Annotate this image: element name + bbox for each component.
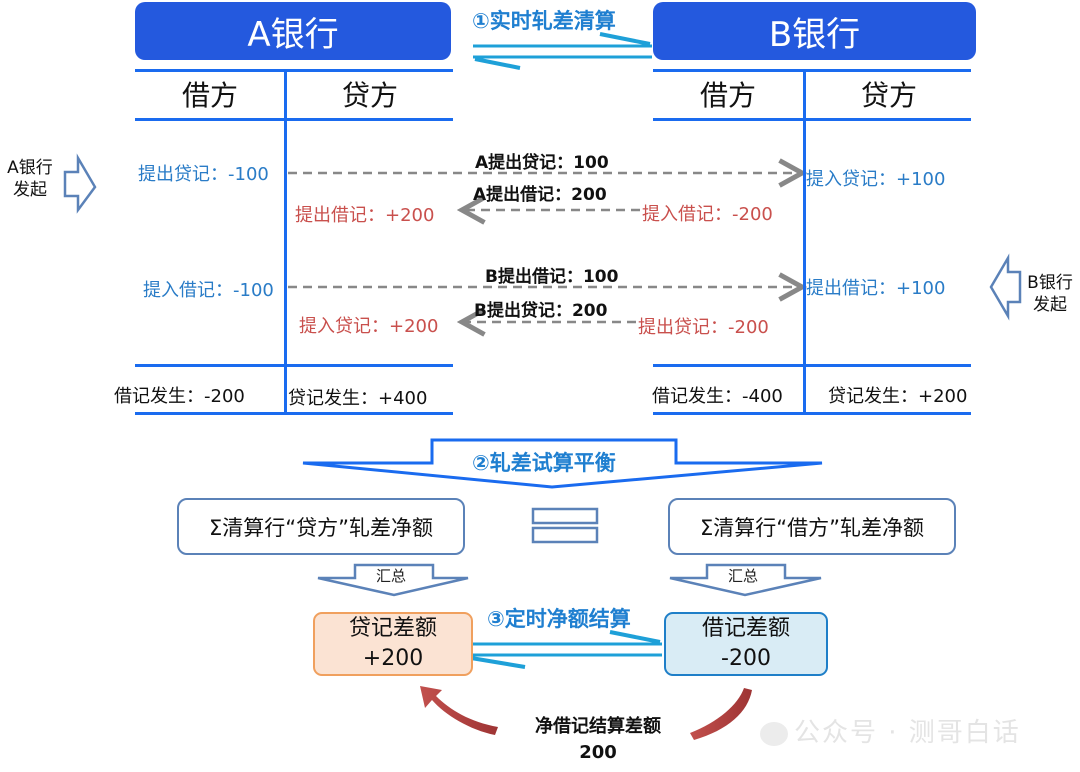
credit-balance-value: +200 xyxy=(362,646,424,671)
flow-label-b-credit: B提出贷记：200 xyxy=(474,301,608,321)
debit-balance-box: 借记差额 -200 xyxy=(664,612,828,676)
initiator-a-label: A银行 发起 xyxy=(2,157,58,201)
total-b-credit: 贷记发生：+200 xyxy=(828,386,968,407)
ledger-line xyxy=(653,118,971,121)
summary-arrow-left xyxy=(317,563,469,597)
initiator-b-line1: B银行 xyxy=(1027,273,1073,293)
net-settlement-arrows xyxy=(462,630,662,669)
bank-a-title: A银行 xyxy=(247,14,339,55)
step2-label: ②轧差试算平衡 xyxy=(472,451,616,475)
entry-a-debit-in: 提入借记：-100 xyxy=(143,280,274,301)
ledger-divider xyxy=(803,69,806,414)
credit-balance-title: 贷记差额 xyxy=(348,616,437,641)
bank-a-credit-header: 贷方 xyxy=(341,79,398,112)
net-debit-value: 200 xyxy=(579,742,617,763)
summary-arrow-right xyxy=(669,563,822,597)
summary-label-right: 汇总 xyxy=(728,567,759,585)
initiator-a-line2: 发起 xyxy=(13,180,47,200)
entry-b-debit-in: 提入借记：-200 xyxy=(642,204,773,225)
equals-sign-top xyxy=(531,507,599,525)
net-debit-settlement: 净借记结算差额 200 xyxy=(510,714,686,766)
bank-b-title: B银行 xyxy=(768,14,861,55)
entry-b-debit-out: 提出借记：+100 xyxy=(806,278,946,299)
initiator-b-line2: 发起 xyxy=(1033,295,1067,315)
ledger-line xyxy=(135,69,453,72)
total-a-credit: 贷记发生：+400 xyxy=(288,388,428,409)
sum-debit-net-label: Σ清算行“借方”轧差净额 xyxy=(699,515,925,540)
ledger-divider xyxy=(284,69,287,414)
bank-b-debit-header: 借方 xyxy=(699,79,756,112)
summary-label-left: 汇总 xyxy=(376,567,407,585)
sum-debit-net-box: Σ清算行“借方”轧差净额 xyxy=(668,498,956,555)
bank-a-debit-header: 借方 xyxy=(181,79,238,112)
equals-sign-bottom xyxy=(531,526,599,544)
bank-b-credit-header: 贷方 xyxy=(860,79,917,112)
flow-label-b-debit: B提出借记：100 xyxy=(485,267,619,287)
entry-a-debit-out: 提出借记：+200 xyxy=(295,205,435,226)
entry-b-credit-in: 提入贷记：+100 xyxy=(806,169,946,190)
curve-arrow-right xyxy=(690,688,752,740)
wechat-icon xyxy=(760,721,788,746)
watermark-text: 公众号 · 测哥白话 xyxy=(794,718,1021,748)
trial-balance-arrow xyxy=(302,438,823,489)
initiator-a-arrow-icon xyxy=(63,153,97,214)
initiator-b-label: B银行 发起 xyxy=(1022,272,1078,316)
credit-balance-box: 贷记差额 +200 xyxy=(313,612,473,676)
ledger-line xyxy=(135,412,453,415)
entry-b-credit-out: 提出贷记：-200 xyxy=(638,317,769,338)
total-a-debit: 借记发生：-200 xyxy=(114,386,245,407)
total-b-debit: 借记发生：-400 xyxy=(652,386,783,407)
bank-b-header: B银行 xyxy=(653,2,976,60)
watermark: 公众号 · 测哥白话 xyxy=(760,712,1021,749)
ledger-line xyxy=(653,364,971,367)
realtime-clearing-arrows xyxy=(473,32,652,70)
step3-label: ③定时净额结算 xyxy=(487,607,631,631)
initiator-a-line1: A银行 xyxy=(7,158,53,178)
ledger-line xyxy=(653,412,971,415)
entry-a-credit-in: 提入贷记：+200 xyxy=(299,316,439,337)
bank-a-header: A银行 xyxy=(135,2,451,60)
ledger-line xyxy=(135,118,453,121)
sum-credit-net-label: Σ清算行“贷方”轧差净额 xyxy=(208,515,434,540)
net-debit-label: 净借记结算差额 xyxy=(535,716,661,737)
entry-a-credit-out: 提出贷记：-100 xyxy=(138,164,269,185)
step1-label: ①实时轧差清算 xyxy=(472,9,616,33)
flow-label-a-debit: A提出借记：200 xyxy=(473,185,607,205)
debit-balance-value: -200 xyxy=(721,646,771,671)
flow-label-a-credit: A提出贷记：100 xyxy=(475,153,609,173)
ledger-line xyxy=(653,69,971,72)
sum-credit-net-box: Σ清算行“贷方”轧差净额 xyxy=(177,498,465,555)
debit-balance-title: 借记差额 xyxy=(701,616,790,641)
initiator-b-arrow-icon xyxy=(989,253,1022,321)
curve-arrow-left xyxy=(420,686,498,735)
ledger-line xyxy=(135,364,453,367)
